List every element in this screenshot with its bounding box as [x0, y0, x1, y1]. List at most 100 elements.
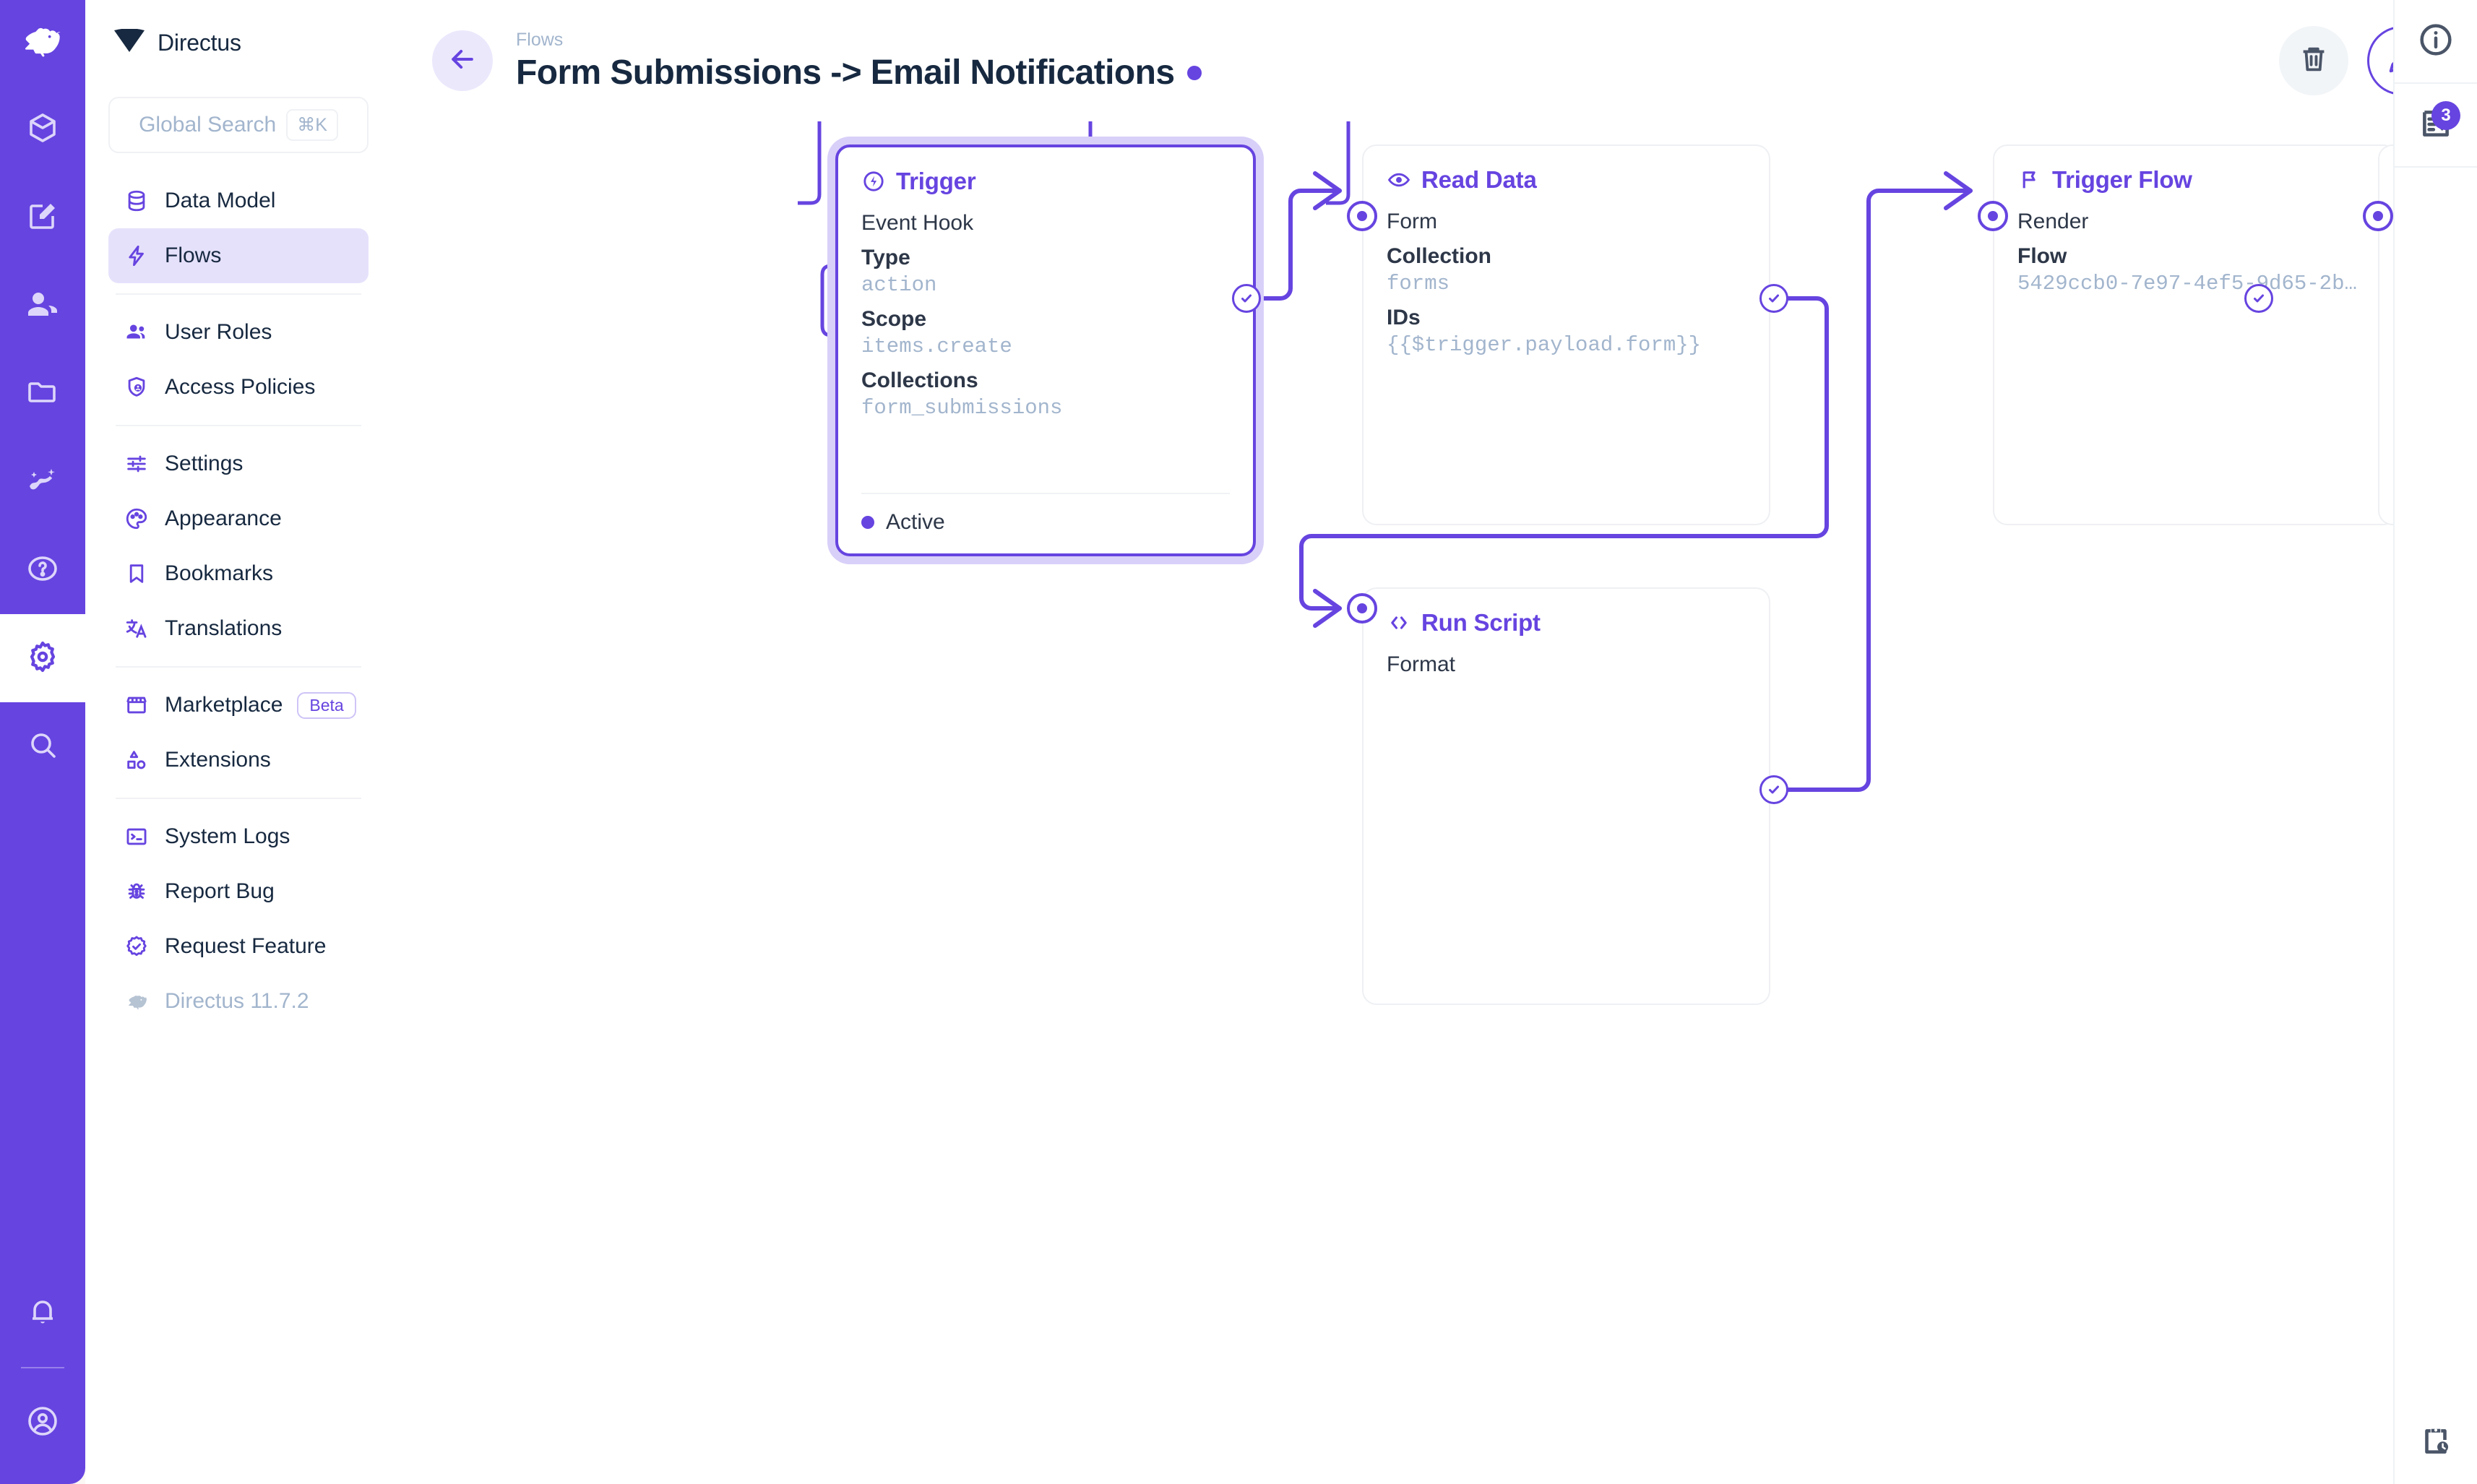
sidebar-version: Directus 11.7.2 — [108, 974, 369, 1029]
sidebar-item-label: Settings — [165, 452, 244, 475]
users-icon — [25, 287, 60, 325]
node-key-name: Form — [1387, 210, 1437, 233]
field-value: action — [861, 273, 937, 297]
rail-item-search[interactable] — [0, 702, 85, 790]
breadcrumb[interactable]: Flows — [516, 29, 564, 50]
port-input-run-script[interactable] — [1347, 593, 1377, 624]
port-resolve-trigger-flow-render[interactable] — [2244, 284, 2273, 313]
sidebar-item-label: Access Policies — [165, 375, 316, 399]
sidebar-item-label: Appearance — [165, 506, 282, 530]
flag-icon — [2017, 168, 2042, 192]
port-input-trigger-flow-send[interactable] — [2363, 201, 2393, 231]
terminal-icon — [123, 823, 150, 850]
revisions-button[interactable] — [2394, 1400, 2477, 1484]
field-label: Type — [861, 246, 910, 269]
node-type-header: Run Script — [1387, 609, 1746, 637]
sidebar-item-flows[interactable]: Flows — [108, 228, 369, 283]
node-type-header: Trigger — [861, 168, 1230, 195]
port-input-read-data[interactable] — [1347, 201, 1377, 231]
module-bar — [0, 0, 85, 1484]
sidebar-item-system-logs[interactable]: System Logs — [108, 809, 369, 864]
palette-icon — [123, 505, 150, 532]
translate-icon — [123, 615, 150, 642]
global-search-placeholder: Global Search — [139, 113, 277, 137]
sidebar-item-marketplace[interactable]: Marketplace Beta — [108, 678, 369, 733]
sidebar-item-appearance[interactable]: Appearance — [108, 491, 369, 546]
folder-icon — [25, 375, 60, 413]
rail-item-content[interactable] — [0, 85, 85, 173]
rail-item-users[interactable] — [0, 262, 85, 350]
users-icon — [123, 319, 150, 346]
rail-item-editor[interactable] — [0, 173, 85, 262]
main-area: Flows Form Submissions -> Email Notifica… — [392, 0, 2477, 1484]
sidebar-item-access-policies[interactable]: Access Policies — [108, 360, 369, 415]
rail-item-insights[interactable] — [0, 438, 85, 526]
sidebar-divider — [116, 425, 361, 426]
directus-mark-icon — [114, 27, 145, 57]
delete-button[interactable] — [2279, 26, 2348, 95]
sidebar-divider — [116, 666, 361, 668]
sidebar-item-label: Report Bug — [165, 879, 275, 903]
sidebar-item-report-bug[interactable]: Report Bug — [108, 864, 369, 919]
back-button[interactable] — [432, 30, 493, 91]
tune-icon — [123, 450, 150, 478]
port-input-trigger-flow-render[interactable] — [1978, 201, 2008, 231]
gear-icon — [25, 639, 60, 678]
sidebar-item-label: Data Model — [165, 189, 276, 212]
port-resolve-read-data[interactable] — [1759, 284, 1788, 313]
sidebar-item-bookmarks[interactable]: Bookmarks — [108, 546, 369, 601]
field-label: Collections — [861, 368, 978, 392]
sidebar-item-label: System Logs — [165, 824, 290, 848]
field-label: Flow — [2017, 244, 2067, 268]
port-dot-icon — [1988, 211, 1998, 221]
rail-item-settings[interactable] — [0, 614, 85, 702]
rail-item-files[interactable] — [0, 350, 85, 438]
flow-logs-button[interactable]: 3 — [2394, 84, 2477, 168]
directus-logo-button[interactable] — [0, 0, 85, 85]
field-value: 5429ccb0-7e97-4ef5-9d65-2b… — [2017, 272, 2357, 295]
sidebar-version-label: Directus 11.7.2 — [165, 989, 309, 1013]
sidebar-item-request-feature[interactable]: Request Feature — [108, 919, 369, 974]
right-sidebar: 3 — [2393, 0, 2477, 1484]
brand-name: Directus — [158, 29, 241, 56]
sidebar-item-extensions[interactable]: Extensions — [108, 733, 369, 788]
flow-canvas[interactable]: Trigger Event Hook Type action Scope ite… — [392, 121, 2477, 1484]
node-key-name: Format — [1387, 652, 1456, 676]
bolt-circle-icon — [861, 169, 886, 194]
port-resolve-run-script[interactable] — [1759, 775, 1788, 804]
rail-item-help[interactable] — [0, 526, 85, 614]
status-badge — [1187, 65, 1202, 80]
flow-info-button[interactable] — [2394, 0, 2477, 84]
sidebar-item-translations[interactable]: Translations — [108, 601, 369, 656]
rail-item-account[interactable] — [0, 1379, 85, 1467]
rail-item-notifications[interactable] — [0, 1269, 85, 1357]
node-status-label: Active — [886, 510, 945, 534]
node-type-label: Run Script — [1421, 609, 1541, 636]
sidebar-item-label: Bookmarks — [165, 561, 274, 585]
flow-node-read-data[interactable]: Read Data Form Collection forms IDs {{$t… — [1362, 144, 1770, 525]
global-search-input[interactable]: Global Search ⌘K — [108, 97, 369, 153]
sidebar-divider — [116, 293, 361, 295]
field-label: IDs — [1387, 306, 1421, 329]
page-title: Form Submissions -> Email Notifications — [516, 53, 1175, 92]
flow-node-trigger-flow-render[interactable]: Trigger Flow Render Flow 5429ccb0-7e97-4… — [1993, 144, 2398, 525]
edit-square-icon — [25, 199, 60, 237]
cube-icon — [25, 111, 60, 149]
sidebar-item-settings[interactable]: Settings — [108, 436, 369, 491]
flow-node-run-script[interactable]: Run Script Format — [1362, 587, 1770, 1005]
sidebar-item-data-model[interactable]: Data Model — [108, 173, 369, 228]
node-key-name: Event Hook — [861, 211, 974, 235]
sidebar-item-user-roles[interactable]: User Roles — [108, 305, 369, 360]
bell-icon — [25, 1294, 60, 1332]
title-block: Flows Form Submissions -> Email Notifica… — [516, 29, 1202, 92]
flow-node-trigger[interactable]: Trigger Event Hook Type action Scope ite… — [835, 144, 1256, 556]
node-type-label: Trigger Flow — [2052, 166, 2192, 193]
code-brackets-icon — [1387, 611, 1411, 635]
node-type-label: Trigger — [896, 168, 976, 194]
arrow-left-icon — [447, 43, 478, 79]
database-icon — [123, 187, 150, 215]
sidebar-item-label: Request Feature — [165, 934, 327, 958]
account-circle-icon — [25, 1404, 60, 1442]
port-resolve-trigger[interactable] — [1232, 284, 1261, 313]
page-header: Flows Form Submissions -> Email Notifica… — [392, 0, 2477, 121]
